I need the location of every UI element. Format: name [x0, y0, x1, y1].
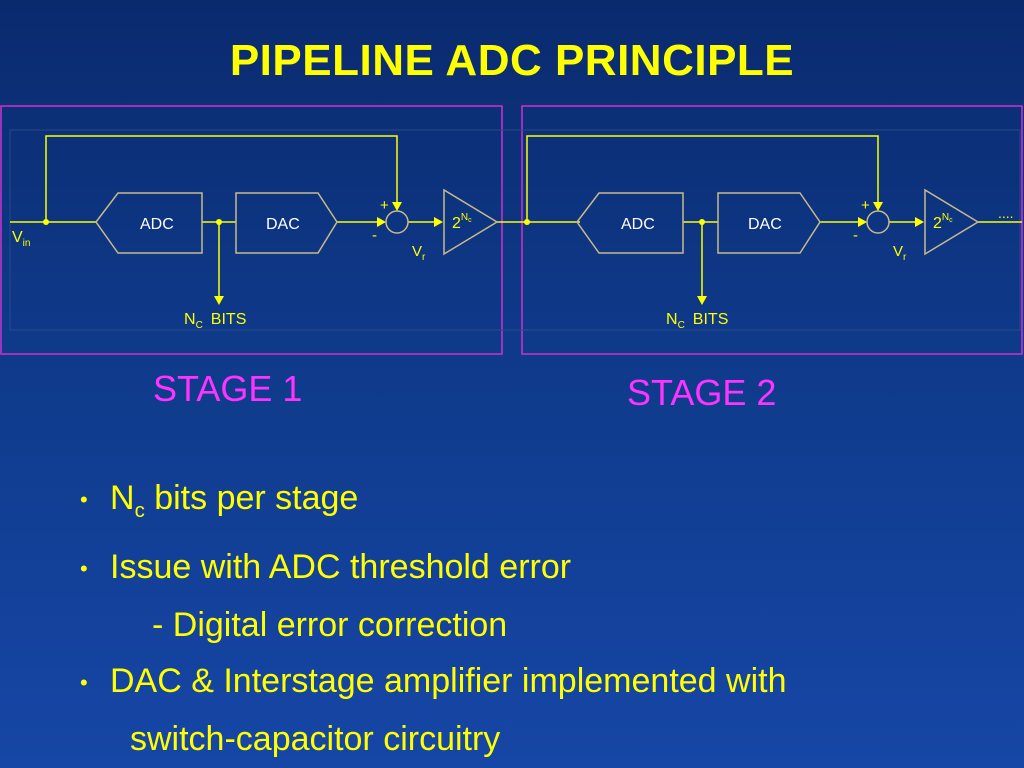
stage1-adc-block — [95, 192, 203, 254]
bullet2-text: Issue with ADC threshold error — [110, 547, 572, 586]
bullet1-n: N — [110, 479, 135, 517]
stage1-input-node — [43, 219, 49, 225]
stage2-feedforward-arrow — [873, 202, 883, 211]
stage1-bits-n: N — [184, 311, 196, 328]
stage2-sum-arrow — [858, 217, 867, 227]
bullet-dot: • — [80, 487, 88, 513]
bullet-dot: • — [80, 555, 88, 581]
stage2-bits-n: N — [666, 311, 678, 328]
stage1-adc-node — [216, 219, 222, 225]
bullet1-sub: c — [134, 499, 145, 522]
stage2-bits-tail: BITS — [693, 311, 729, 328]
bullet3-text: DAC & Interstage amplifier implemented w… — [110, 661, 787, 700]
vin-label: V — [12, 229, 23, 246]
svg-text:Vr: Vr — [893, 243, 907, 263]
stage2-vr-label: V — [893, 243, 903, 260]
stage2-circuit — [526, 135, 1022, 298]
stage2-gain-sup-sub: c — [949, 217, 953, 224]
stage1-amplifier — [443, 188, 499, 256]
bullet-dot: • — [80, 669, 88, 695]
stage1-vr-label: V — [412, 243, 422, 260]
svg-text:Vin: Vin — [12, 229, 30, 249]
stage1-sum-arrow — [377, 217, 386, 227]
stage1-dac-label: DAC — [266, 216, 300, 233]
stage1-gain-sup-sub: c — [468, 217, 472, 224]
stage2-bits-arrow — [697, 296, 707, 305]
bullet1-tail: bits per stage — [144, 479, 359, 517]
stage1-minus: - — [372, 227, 377, 244]
stage2-amplifier — [924, 188, 980, 256]
stage2-gain-sup: N — [942, 212, 949, 223]
stage2-continuation: .... — [998, 205, 1014, 221]
stage1-label: STAGE 1 — [153, 368, 303, 409]
bullet-item: • Nc bits per stage — [80, 470, 787, 539]
stage2-frame — [521, 105, 1023, 355]
bullet-subitem: - Digital error correction — [80, 597, 787, 653]
stage1-bits-tail: BITS — [211, 311, 247, 328]
stage1-circuit — [10, 135, 580, 298]
stage2-summer — [866, 210, 890, 234]
stage2-dac-block — [717, 192, 821, 254]
stage2-vr-sub: r — [903, 252, 907, 263]
bullet3-cont-text: switch-capacitor circuitry — [130, 719, 501, 758]
stage1-amp-arrow — [434, 217, 443, 227]
stage1-gain-base: 2 — [452, 215, 461, 232]
slide-title: PIPELINE ADC PRINCIPLE — [229, 36, 795, 85]
stage2-gain-base: 2 — [933, 215, 942, 232]
bullet-continuation: switch-capacitor circuitry — [80, 711, 787, 767]
stage1-frame — [0, 105, 503, 355]
stage1-bits-arrow — [214, 296, 224, 305]
stage2-amp-arrow — [915, 217, 924, 227]
bullet2-sub-text: - Digital error correction — [152, 605, 508, 644]
stage2-adc-node — [699, 219, 705, 225]
bullet-list: • Nc bits per stage • Issue with ADC thres… — [80, 470, 787, 767]
stage2-plus: + — [861, 197, 870, 214]
stage1-adc-label: ADC — [140, 216, 174, 233]
bullet-item: • Issue with ADC threshold error — [80, 539, 787, 597]
stage1-summer — [385, 210, 409, 234]
stage1-feedforward-arrow — [392, 202, 402, 211]
stage1-gain-sup: N — [461, 212, 468, 223]
stage1-vr-sub: r — [422, 252, 426, 263]
stage2-label: STAGE 2 — [627, 372, 777, 413]
stage1-bits-sub: C — [196, 320, 203, 331]
stage2-adc-block — [576, 192, 684, 254]
bullet-item: • DAC & Interstage amplifier implemented … — [80, 653, 787, 711]
stage2-bits-sub: C — [678, 320, 685, 331]
stage1-plus: + — [380, 197, 389, 214]
stage2-dac-label: DAC — [748, 216, 782, 233]
svg-text:2Nc: 2Nc — [933, 212, 953, 232]
svg-text:2Nc: 2Nc — [452, 212, 472, 232]
stage2-adc-label: ADC — [621, 216, 655, 233]
stage2-minus: - — [853, 227, 858, 244]
stage1-dac-block — [235, 192, 338, 254]
svg-text:Vr: Vr — [412, 243, 426, 263]
vin-sub: in — [23, 238, 31, 249]
